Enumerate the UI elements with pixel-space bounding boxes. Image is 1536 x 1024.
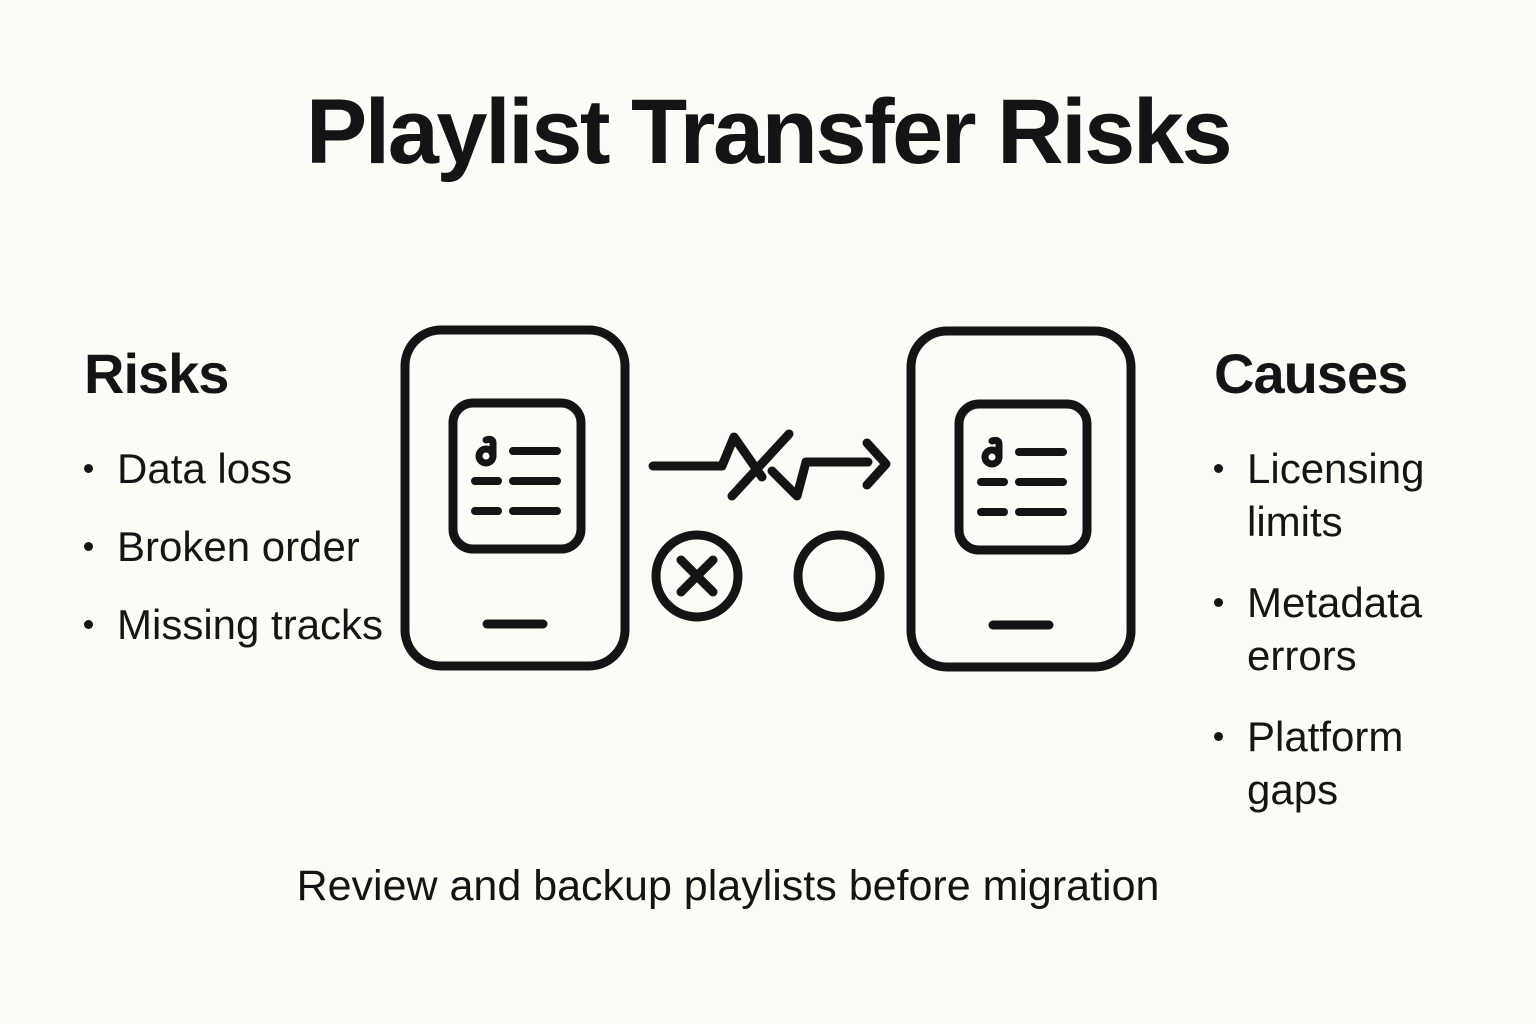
risk-item-label: Broken order	[117, 523, 360, 570]
x-circle-icon	[651, 530, 743, 622]
source-phone-playlist-icon	[405, 330, 625, 666]
causes-list: Licensing limits Metadata errors Platfor…	[1214, 442, 1449, 816]
page-title: Playlist Transfer Risks	[305, 81, 1233, 183]
cause-item-label: Metadata errors	[1247, 579, 1423, 679]
bullet-icon	[1214, 464, 1223, 473]
causes-section: Causes Licensing limits Metadata errors …	[1214, 346, 1449, 844]
target-phone-playlist-icon	[911, 331, 1131, 667]
list-item: Licensing limits	[1214, 442, 1449, 548]
list-item: Broken order	[84, 520, 414, 573]
list-item: Data loss	[84, 442, 414, 495]
bullet-icon	[84, 542, 93, 551]
bullet-icon	[1214, 732, 1223, 741]
risks-list: Data loss Broken order Missing tracks	[84, 442, 414, 651]
list-item: Platform gaps	[1214, 710, 1449, 816]
footer-note: Review and backup playlists before migra…	[296, 862, 1160, 910]
empty-circle-icon	[793, 530, 885, 622]
bullet-icon	[1214, 598, 1223, 607]
risks-section: Risks Data loss Broken order Missing tra…	[84, 346, 414, 676]
bullet-icon	[84, 464, 93, 473]
list-item: Metadata errors	[1214, 576, 1449, 682]
bullet-icon	[84, 620, 93, 629]
broken-transfer-arrow-icon	[648, 429, 891, 501]
risk-item-label: Missing tracks	[117, 601, 384, 648]
risk-item-label: Data loss	[117, 445, 293, 492]
list-item: Missing tracks	[84, 598, 414, 651]
cause-item-label: Platform gaps	[1247, 713, 1404, 813]
transfer-diagram	[400, 325, 1140, 675]
cause-item-label: Licensing limits	[1247, 445, 1425, 545]
risks-heading: Risks	[84, 342, 229, 405]
causes-heading: Causes	[1214, 342, 1408, 405]
